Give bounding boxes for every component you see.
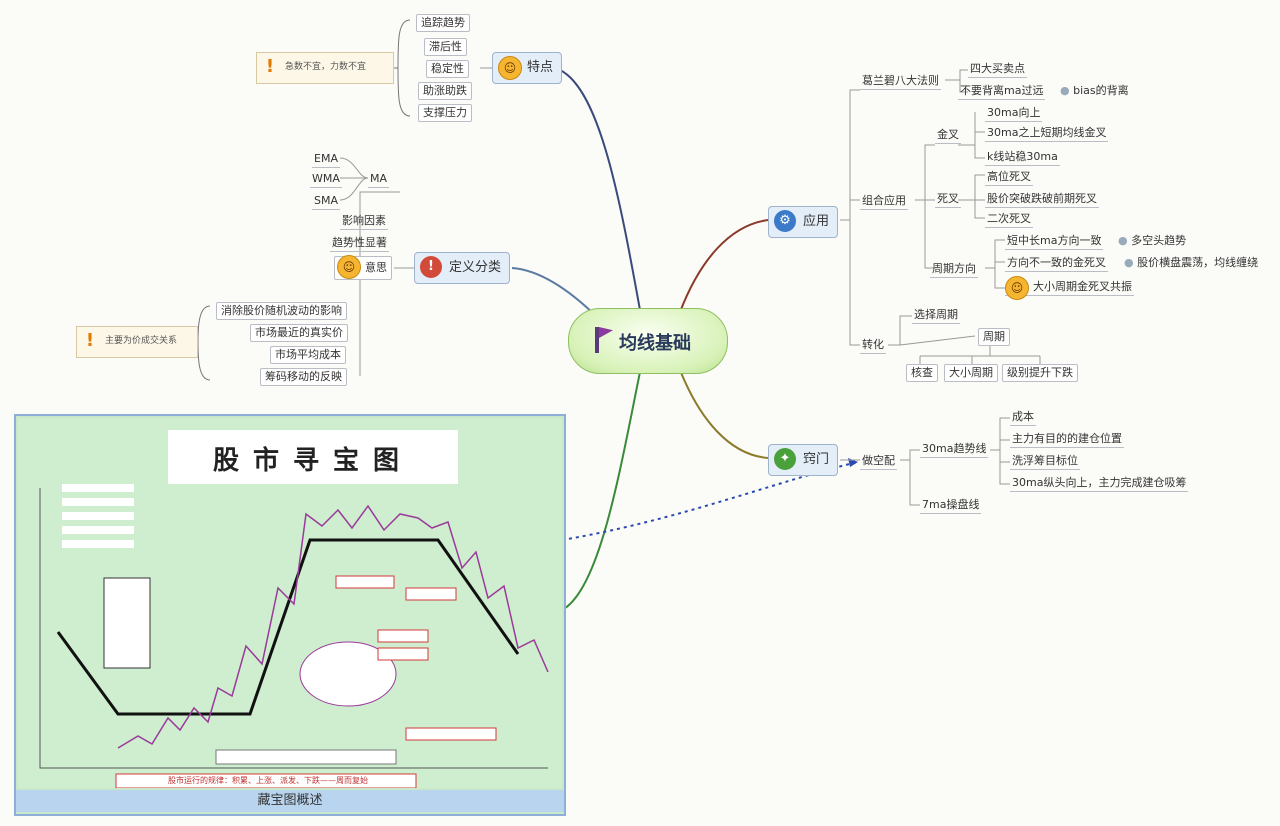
- treasure-map-footer: 股市运行的规律：积累、上涨、派发、下跌——周而复始: [168, 776, 368, 785]
- flag-icon: [595, 327, 599, 353]
- branch-definition[interactable]: ! 定义分类: [414, 252, 511, 284]
- dead-cross-label[interactable]: 死叉: [935, 192, 961, 208]
- arrange-item[interactable]: 短中长ma方向一致: [1005, 234, 1104, 250]
- conversion-top[interactable]: 选择周期: [912, 308, 960, 324]
- definition-lower-item[interactable]: 消除股价随机波动的影响: [216, 302, 347, 320]
- golden-cross-item[interactable]: k线站稳30ma: [985, 150, 1060, 166]
- arrange-extra[interactable]: ● 股价横盘震荡，均线缠绕: [1124, 256, 1258, 270]
- bias-label: bias的背离: [1073, 84, 1129, 97]
- definition-note-text: 主要为价成交关系: [105, 336, 178, 346]
- leaf-icon: ✦: [774, 448, 796, 470]
- granville-label[interactable]: 葛兰碧八大法则: [860, 74, 941, 90]
- treasure-map-drawing: [39, 484, 549, 788]
- branch-application-label: 应用: [803, 214, 830, 229]
- definition-note[interactable]: ! 主要为价成交关系: [76, 326, 198, 358]
- golden-cross-label[interactable]: 金叉: [935, 128, 961, 144]
- definition-lower-item[interactable]: 市场平均成本: [270, 346, 346, 364]
- ma-type[interactable]: EMA: [312, 152, 340, 168]
- link-dot-icon: ●: [1118, 234, 1132, 247]
- arrange-extra-label: 股价横盘震荡，均线缠绕: [1137, 256, 1259, 269]
- conversion-bottom[interactable]: 大小周期: [944, 364, 998, 382]
- warning-icon: !: [85, 330, 95, 351]
- arrange-extra[interactable]: ● 多空头趋势: [1118, 234, 1186, 248]
- tips-node[interactable]: 做空配: [860, 454, 897, 470]
- definition-lower-item[interactable]: 市场最近的真实价: [250, 324, 348, 342]
- central-topic-label: 均线基础: [619, 333, 691, 354]
- ma30-item[interactable]: 主力有目的的建仓位置: [1010, 432, 1124, 448]
- definition-upper-item[interactable]: 影响因素: [340, 214, 388, 230]
- conversion-bottom[interactable]: 核查: [906, 364, 938, 382]
- feature-item[interactable]: 追踪趋势: [416, 14, 470, 32]
- feature-note-text: 急数不宜，力数不宜: [285, 62, 367, 72]
- branch-features-label: 特点: [527, 60, 554, 75]
- feature-item[interactable]: 滞后性: [424, 38, 467, 56]
- info-icon: !: [420, 256, 442, 278]
- treasure-map-image[interactable]: 股市寻宝图: [14, 414, 566, 816]
- granville-item[interactable]: 不要背离ma过远: [958, 84, 1046, 100]
- arrange-item-with-icon[interactable]: ☺ 大小周期金死叉共振: [1005, 276, 1134, 300]
- central-topic[interactable]: 均线基础: [568, 308, 728, 374]
- feature-note[interactable]: ! 急数不宜，力数不宜: [256, 52, 394, 84]
- ma30-item[interactable]: 30ma纵头向上，主力完成建仓吸筹: [1010, 476, 1189, 492]
- ma-label[interactable]: MA: [368, 172, 390, 188]
- smiley-icon: ☺: [1005, 276, 1029, 300]
- golden-cross-item[interactable]: 30ma之上短期均线金叉: [985, 126, 1109, 142]
- treasure-map-caption: 藏宝图概述: [16, 790, 564, 812]
- ma-type[interactable]: SMA: [312, 194, 340, 210]
- warning-icon: !: [265, 56, 275, 77]
- ma-type[interactable]: WMA: [310, 172, 342, 188]
- ma30-label[interactable]: 30ma趋势线: [920, 442, 989, 458]
- bias-node[interactable]: ● bias的背离: [1060, 84, 1129, 98]
- link-dot-icon: ●: [1060, 84, 1074, 97]
- arrange-item[interactable]: 方向不一致的金死叉: [1005, 256, 1108, 272]
- conversion-label[interactable]: 转化: [860, 338, 886, 354]
- branch-application[interactable]: ⚙ 应用: [768, 206, 839, 238]
- ma30-item[interactable]: 成本: [1010, 410, 1036, 426]
- combo-label[interactable]: 组合应用: [860, 194, 908, 210]
- treasure-map-title: 股市寻宝图: [212, 446, 413, 476]
- conversion-bottom[interactable]: 级别提升下跌: [1002, 364, 1078, 382]
- branch-features[interactable]: ☺ 特点: [492, 52, 563, 84]
- arrange-label[interactable]: 周期方向: [930, 262, 978, 278]
- definition-lower-item[interactable]: 筹码移动的反映: [260, 368, 347, 386]
- granville-item[interactable]: 四大买卖点: [968, 62, 1027, 78]
- dead-cross-item[interactable]: 股价突破跌破前期死叉: [985, 192, 1099, 208]
- conversion-middle[interactable]: 周期: [978, 328, 1010, 346]
- feature-item[interactable]: 稳定性: [426, 60, 469, 78]
- golden-cross-item[interactable]: 30ma向上: [985, 106, 1043, 122]
- arrange-extra-label: 多空头趋势: [1131, 234, 1187, 247]
- feature-item[interactable]: 支撑压力: [418, 104, 472, 122]
- feature-item[interactable]: 助涨助跌: [418, 82, 472, 100]
- ma30-item[interactable]: 洗浮筹目标位: [1010, 454, 1080, 470]
- branch-tips-label: 窍门: [803, 452, 830, 467]
- branch-tips[interactable]: ✦ 窍门: [768, 444, 839, 476]
- branch-definition-label: 定义分类: [449, 260, 502, 275]
- meaning-node[interactable]: ☺ 意思: [334, 255, 392, 280]
- link-dot-icon: ●: [1124, 256, 1138, 269]
- definition-upper-item[interactable]: 趋势性显著: [330, 236, 389, 252]
- gear-icon: ⚙: [774, 210, 796, 232]
- dead-cross-item[interactable]: 高位死叉: [985, 170, 1033, 186]
- arrange-item-label: 大小周期金死叉共振: [1033, 280, 1132, 293]
- ma7-label[interactable]: 7ma操盘线: [920, 498, 982, 514]
- treasure-map-title-box: 股市寻宝图: [168, 430, 458, 484]
- treasure-map-canvas: 股市寻宝图: [18, 418, 562, 788]
- smiley-icon: ☺: [337, 255, 361, 279]
- meaning-label: 意思: [365, 261, 387, 274]
- smiley-icon: ☺: [498, 56, 522, 80]
- dead-cross-item[interactable]: 二次死叉: [985, 212, 1033, 228]
